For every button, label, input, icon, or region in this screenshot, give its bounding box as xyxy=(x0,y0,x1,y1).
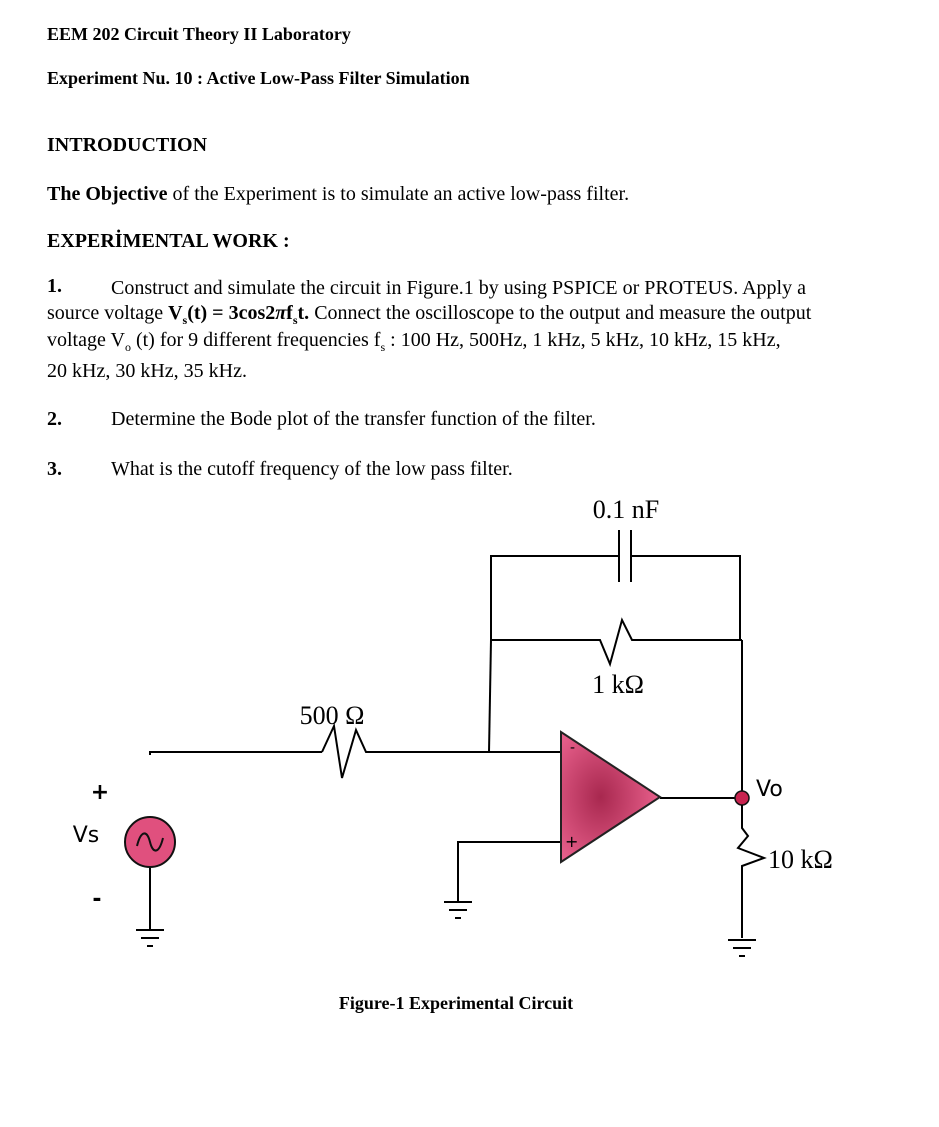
introduction-heading: INTRODUCTION xyxy=(47,134,208,156)
source-formula: Vs(t) = 3cos2πfst. xyxy=(168,302,310,327)
item-1-line-3: voltage Vo (t) for 9 different frequenci… xyxy=(47,329,781,354)
load-resistor xyxy=(736,805,767,938)
course-title: EEM 202 Circuit Theory II Laboratory xyxy=(47,24,351,44)
output-label: Vo xyxy=(756,777,783,802)
circuit-diagram: 0.1 nF 1 kΩ 500 Ω - + Vo 10 kΩ + Vs - xyxy=(73,495,833,957)
wires xyxy=(149,639,743,930)
item-number-1: 1. xyxy=(47,275,62,297)
source-label: Vs xyxy=(73,823,100,848)
capacitor xyxy=(490,530,741,640)
experiment-title: Experiment Nu. 10 : Active Low-Pass Filt… xyxy=(47,68,470,88)
ac-source xyxy=(124,816,176,868)
output-node xyxy=(734,790,750,806)
feedback-resistor-label: 1 kΩ xyxy=(592,670,644,699)
item-number-2: 2. xyxy=(47,408,62,430)
op-amp-minus: - xyxy=(570,740,575,756)
item-1-line-4: 20 kHz, 30 kHz, 35 kHz. xyxy=(47,360,247,382)
op-amp: - + xyxy=(560,730,662,864)
objective-label: The Objective xyxy=(47,183,168,205)
source-plus: + xyxy=(91,780,109,805)
item-2-text: Determine the Bode plot of the transfer … xyxy=(111,408,596,430)
figure-caption: Figure-1 Experimental Circuit xyxy=(338,993,574,1013)
item-number-3: 3. xyxy=(47,458,62,480)
item-1-text: source voltage xyxy=(47,302,169,324)
item-1-line-2: source voltage Vs(t) = 3cos2πfst. Connec… xyxy=(47,300,867,333)
objective-text: The Objective of the Experiment is to si… xyxy=(47,181,629,207)
ground-source xyxy=(136,929,164,947)
experimental-work-heading: EXPERİMENTAL WORK : xyxy=(47,230,290,252)
item-1-line-1: Construct and simulate the circuit in Fi… xyxy=(111,277,806,299)
source-minus: - xyxy=(92,887,101,912)
item-3-text: What is the cutoff frequency of the low … xyxy=(111,458,513,480)
ground-opamp xyxy=(444,901,472,919)
item-1-text-cont: Connect the oscilloscope to the output a… xyxy=(309,302,812,324)
objective-body: of the Experiment is to simulate an acti… xyxy=(167,183,630,205)
op-amp-plus: + xyxy=(565,832,578,851)
capacitor-label: 0.1 nF xyxy=(593,495,659,524)
feedback-resistor xyxy=(491,617,742,668)
input-resistor-label: 500 Ω xyxy=(300,701,365,730)
load-resistor-label: 10 kΩ xyxy=(768,845,833,874)
ground-load xyxy=(728,939,756,957)
